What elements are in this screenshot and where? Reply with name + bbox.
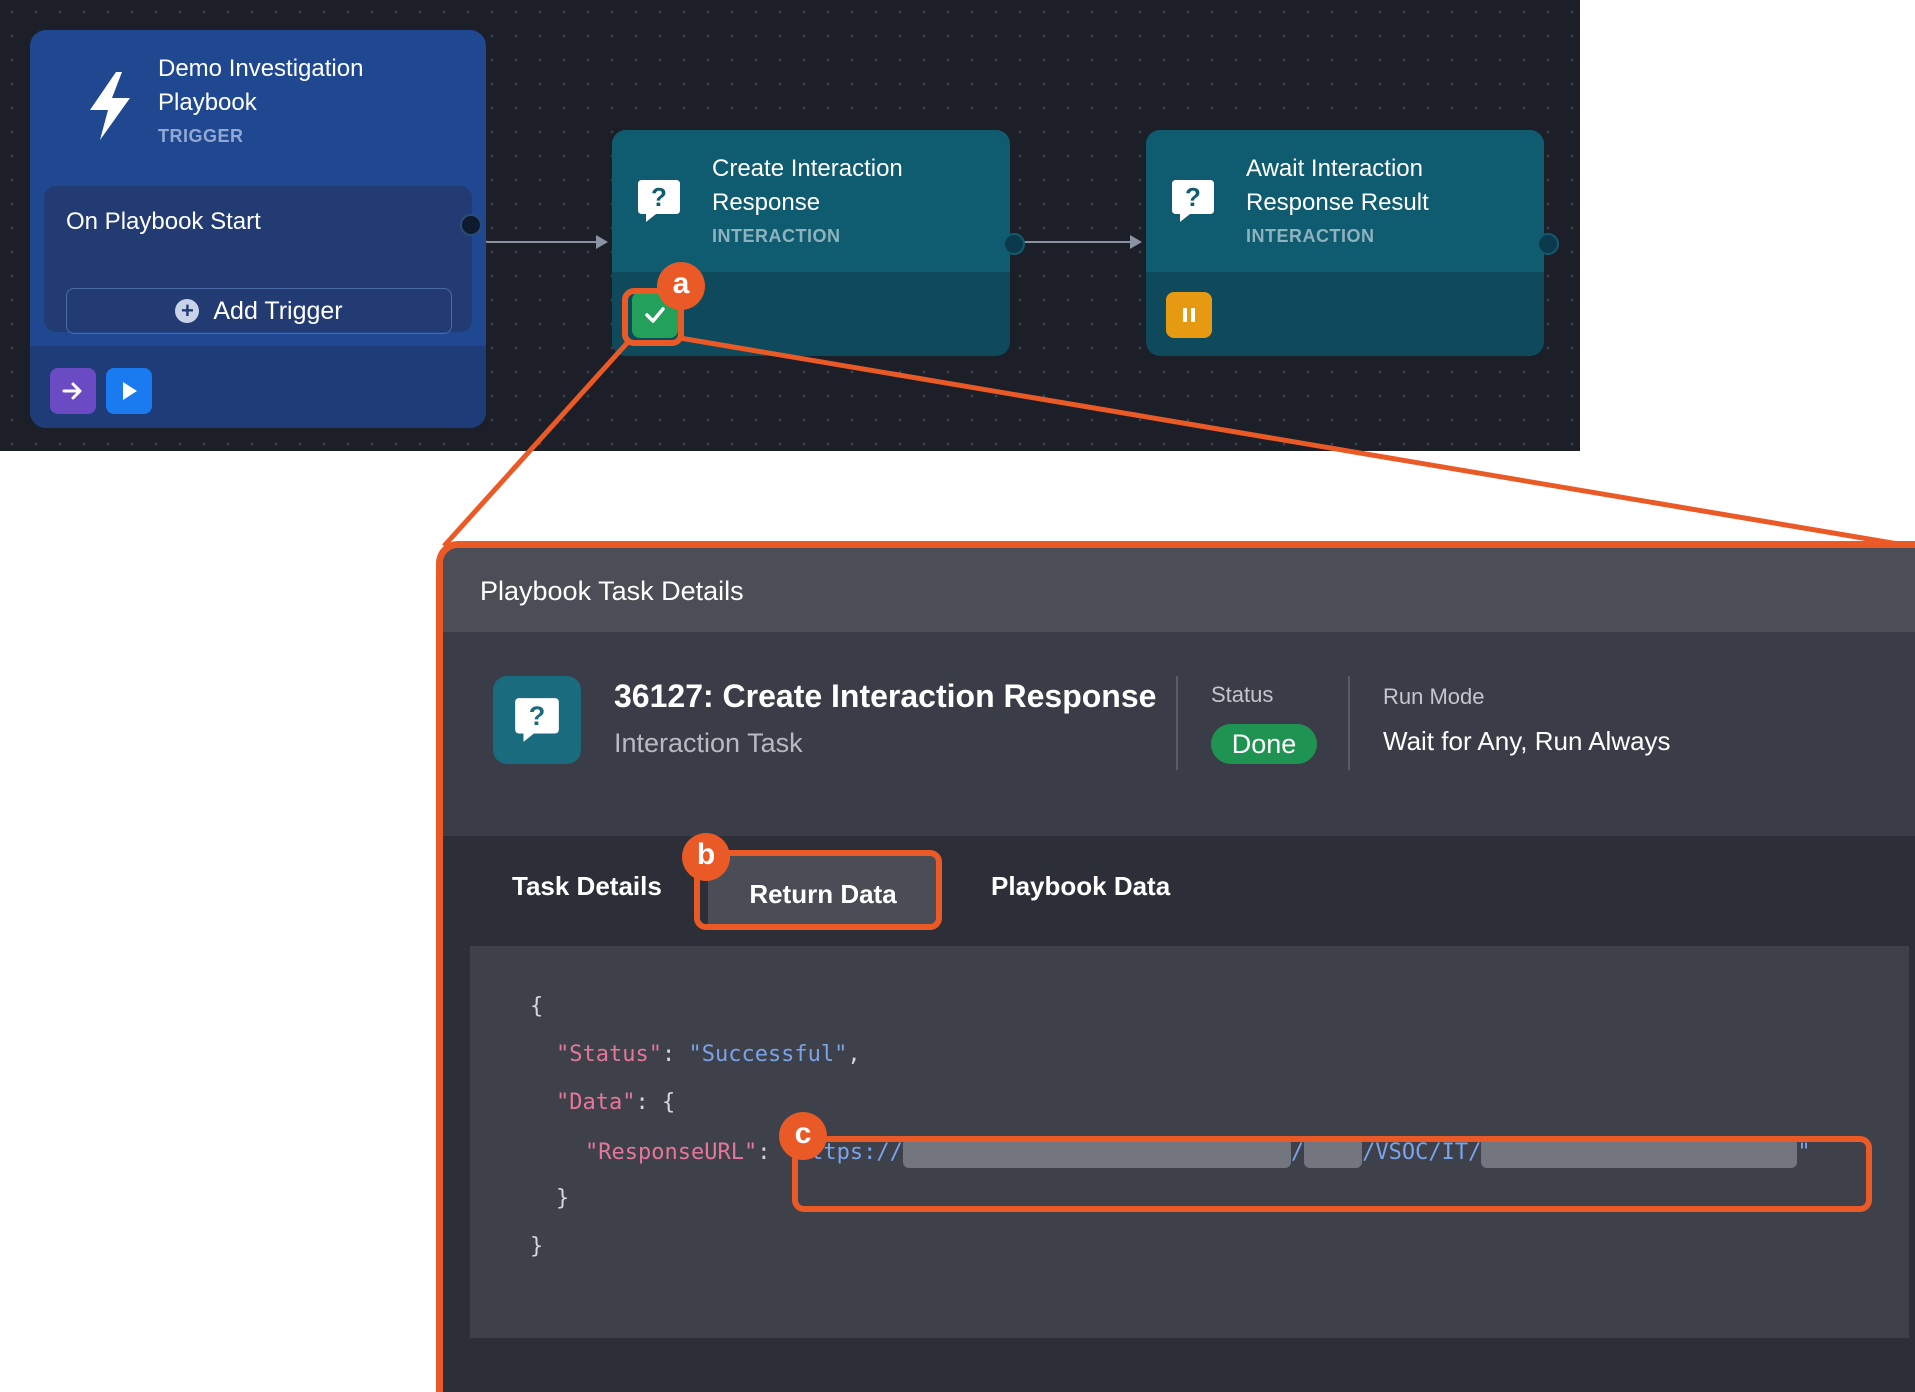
code-line: "Data": {	[556, 1090, 676, 1115]
trigger-event-label: On Playbook Start	[66, 208, 261, 235]
tab-return-data[interactable]: Return Data	[708, 854, 938, 924]
trigger-card[interactable]: Demo Investigation Playbook TRIGGER On P…	[30, 30, 486, 428]
task-tag: INTERACTION	[1246, 226, 1375, 246]
play-icon	[123, 382, 137, 400]
check-icon	[645, 307, 665, 323]
pause-icon	[1183, 308, 1195, 322]
run-mode-label: Run Mode	[1383, 684, 1485, 709]
task-status-paused[interactable]	[1166, 292, 1212, 338]
redacted-text	[902, 1138, 1291, 1168]
trigger-tag: TRIGGER	[158, 126, 244, 146]
playbook-canvas[interactable]: Demo Investigation Playbook TRIGGER On P…	[0, 0, 1580, 451]
divider	[1348, 676, 1350, 770]
task-name: 36127: Create Interaction Response	[614, 678, 1157, 714]
run-mode-value: Wait for Any, Run Always	[1383, 726, 1671, 756]
code-line: "Status": "Successful",	[556, 1042, 861, 1067]
code-line: }	[530, 1234, 544, 1259]
callout-badge-a: a	[657, 262, 705, 310]
svg-text:?: ?	[651, 182, 667, 212]
plus-circle-icon: +	[175, 299, 200, 323]
task-output-port[interactable]	[1537, 233, 1559, 255]
trigger-output-port[interactable]	[460, 214, 482, 236]
task-header: ? Create Interaction Response INTERACTIO…	[612, 130, 1010, 272]
status-label: Status	[1211, 682, 1274, 707]
task-type: Interaction Task	[614, 728, 803, 758]
lightning-icon	[90, 72, 130, 140]
tab-bar: Task Details Return Data Playbook Data	[443, 836, 1915, 924]
code-line: {	[530, 994, 544, 1019]
arrow-right-icon	[62, 382, 82, 400]
question-bubble-icon: ?	[1172, 180, 1214, 222]
svg-text:?: ?	[1185, 182, 1201, 212]
task-title: Await Interaction Response Result	[1246, 155, 1429, 216]
trigger-header: Demo Investigation Playbook TRIGGER	[30, 30, 486, 180]
code-line-response-url: "ResponseURL": "https:////VSOC/IT/"	[585, 1138, 1811, 1168]
task-summary: ? 36127: Create Interaction Response Int…	[443, 632, 1915, 836]
redacted-text	[1304, 1138, 1363, 1168]
task-output-port[interactable]	[1003, 233, 1025, 255]
panel-title: Playbook Task Details	[480, 576, 744, 606]
highlight-box-b	[694, 850, 942, 930]
question-bubble-icon: ?	[515, 698, 559, 742]
callout-badge-b: b	[682, 833, 730, 881]
task-tag: INTERACTION	[712, 226, 841, 246]
trigger-event-box: On Playbook Start + Add Trigger	[44, 186, 482, 334]
add-trigger-label: Add Trigger	[213, 296, 343, 325]
panel-header: Playbook Task Details	[443, 548, 1915, 632]
task-card-await-interaction-response-result[interactable]: ? Await Interaction Response Result INTE…	[1146, 130, 1544, 356]
add-trigger-button[interactable]: + Add Trigger	[66, 288, 452, 334]
divider	[1176, 676, 1178, 770]
task-card-create-interaction-response[interactable]: ? Create Interaction Response INTERACTIO…	[612, 130, 1010, 356]
arrow-right-button[interactable]	[50, 368, 96, 414]
svg-text:?: ?	[529, 701, 546, 731]
task-header: ? Await Interaction Response Result INTE…	[1146, 130, 1544, 272]
status-badge: Done	[1211, 724, 1317, 764]
task-title: Create Interaction Response	[712, 155, 903, 216]
play-button[interactable]	[106, 368, 152, 414]
tab-playbook-data[interactable]: Playbook Data	[991, 871, 1171, 901]
highlight-box-a	[622, 288, 684, 346]
task-type-icon: ?	[493, 676, 581, 764]
code-line: }	[556, 1186, 570, 1211]
highlight-box-c	[792, 1136, 1872, 1212]
redacted-text	[1481, 1138, 1798, 1168]
return-data-view: { "Status": "Successful", "Data": { "Res…	[443, 924, 1915, 1392]
question-bubble-icon: ?	[638, 180, 680, 222]
callout-badge-c: c	[779, 1112, 827, 1160]
json-code-block: { "Status": "Successful", "Data": { "Res…	[470, 946, 1909, 1338]
tab-task-details[interactable]: Task Details	[512, 871, 662, 901]
playbook-task-details-panel: Playbook Task Details ? 36127: Create In…	[436, 541, 1915, 1392]
trigger-footer	[30, 346, 486, 428]
trigger-title: Demo Investigation Playbook	[158, 55, 364, 116]
